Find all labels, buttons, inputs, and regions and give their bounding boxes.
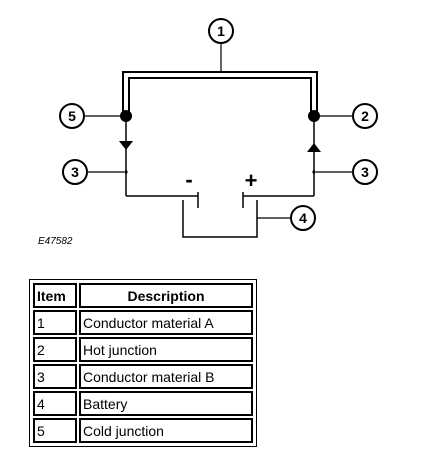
- table-row: 3 Conductor material B: [33, 364, 253, 389]
- table-row: 5 Cold junction: [33, 418, 253, 443]
- svg-text:3: 3: [71, 164, 79, 180]
- legend-table: Item Description 1 Conductor material A …: [29, 279, 257, 447]
- conductor-material-a: [122, 71, 318, 115]
- svg-text:3: 3: [361, 164, 369, 180]
- legend-item-description: Conductor material A: [79, 310, 253, 335]
- legend-item-number: 1: [33, 310, 77, 335]
- legend-item-number: 5: [33, 418, 77, 443]
- legend-header-description: Description: [79, 283, 253, 308]
- svg-text:2: 2: [361, 108, 369, 124]
- table-row: 1 Conductor material A: [33, 310, 253, 335]
- legend-header-item: Item: [33, 283, 77, 308]
- legend-item-description: Battery: [79, 391, 253, 416]
- callout-2: 2: [352, 103, 378, 129]
- legend-item-description: Conductor material B: [79, 364, 253, 389]
- callout-3-right: 3: [352, 159, 378, 185]
- legend-item-number: 3: [33, 364, 77, 389]
- legend-header-row: Item Description: [33, 283, 253, 308]
- legend-item-number: 2: [33, 337, 77, 362]
- callout-4: 4: [290, 205, 316, 231]
- callout-1: 1: [208, 18, 234, 44]
- svg-text:5: 5: [68, 108, 76, 124]
- hot-junction-dot: [308, 110, 320, 122]
- legend-item-description: Hot junction: [79, 337, 253, 362]
- arrow-down-icon: [119, 141, 133, 150]
- legend-item-description: Cold junction: [79, 418, 253, 443]
- thermocouple-diagram: - + 1 2 3 3 4 5 E47582: [38, 18, 378, 247]
- negative-terminal-sign: -: [185, 167, 192, 192]
- arrow-up-icon: [307, 143, 321, 152]
- battery: [182, 192, 258, 238]
- callout-5: 5: [59, 103, 85, 129]
- callout-3-left: 3: [62, 159, 88, 185]
- conductor-material-b: [125, 116, 315, 197]
- table-row: 4 Battery: [33, 391, 253, 416]
- figure-reference: E47582: [38, 236, 73, 247]
- svg-text:1: 1: [217, 23, 225, 39]
- table-row: 2 Hot junction: [33, 337, 253, 362]
- cold-junction-dot: [120, 110, 132, 122]
- positive-terminal-sign: +: [245, 168, 258, 193]
- svg-text:4: 4: [299, 210, 307, 226]
- legend-item-number: 4: [33, 391, 77, 416]
